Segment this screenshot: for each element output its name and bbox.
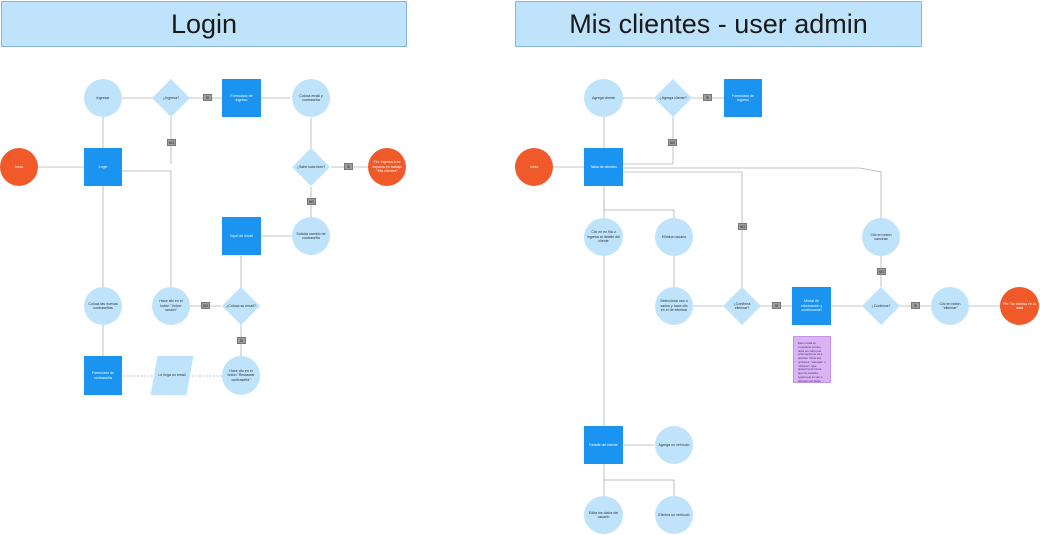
admin-tag-no-1: NO bbox=[668, 139, 677, 146]
modal-note: Este modal es importante porque debe ser… bbox=[793, 336, 831, 383]
login-end-node: Fin: Ingresa a su espacio en trabajo “Mi… bbox=[368, 148, 406, 186]
admin-tag-si-3: SI bbox=[911, 302, 920, 309]
coloca-email-decision-label: ¿Coloca su email? bbox=[226, 303, 256, 308]
login-title: Login bbox=[1, 1, 407, 47]
volver-sesion-node: Hace clic en el botón “Volver sesión” bbox=[152, 287, 190, 325]
login-tag-no-3: NO bbox=[201, 302, 210, 309]
confirma-eliminar-decision-label: ¿Confirma eliminar? bbox=[733, 301, 751, 310]
login-tag-si-2: SI bbox=[344, 163, 353, 170]
clic-cancelar-node: Clic en botón cancelar bbox=[862, 218, 900, 256]
form-contrasena-node: Formulario de contraseña bbox=[84, 356, 122, 395]
elimina-vehiculo-node: Elimina un vehículo bbox=[655, 496, 693, 534]
tabla-clientes-node: Tabla de clientes bbox=[584, 148, 623, 186]
login-tag-si-1: SI bbox=[203, 94, 212, 101]
llega-email-label: Le llega un email bbox=[158, 373, 186, 378]
admin-tag-si-1: SI bbox=[703, 94, 712, 101]
llega-email-node: Le llega un email bbox=[150, 356, 194, 395]
nuevas-contrasenas-node: Coloca las nuevas contraseñas bbox=[84, 287, 122, 325]
modal-node: Modal de información y confirmación bbox=[792, 287, 831, 325]
sabe-decision-label: ¿Sabe toda bien? bbox=[296, 164, 326, 169]
selecciona-node: Selecciona uno o varios y hace clic en e… bbox=[655, 287, 693, 325]
sabe-decision: ¿Sabe toda bien? bbox=[292, 148, 330, 186]
admin-tag-no-2: NO bbox=[738, 223, 747, 230]
agrega-cliente-decision-label: ¿Agrega cliente? bbox=[659, 95, 687, 100]
admin-title: Mis clientes - user admin bbox=[515, 1, 922, 47]
login-tag-no-2: NO bbox=[307, 198, 316, 205]
ingresar-node: Ingresar bbox=[84, 79, 122, 117]
confirma-decision: ¿Confirma? bbox=[862, 287, 900, 325]
input-email-node: Input de email bbox=[222, 217, 261, 255]
elimina-usuario-node: Elimina usuario bbox=[655, 218, 693, 256]
admin-end-node: Fin: Se elimina en la data bbox=[1000, 287, 1039, 325]
admin-formulario-ingreso-node: Formulario de ingreso bbox=[724, 79, 762, 117]
login-start-node: Inicio bbox=[0, 148, 38, 186]
coloca-email-node: Coloca email y contraseña bbox=[292, 79, 330, 117]
login-process-node: Login bbox=[84, 148, 122, 186]
agrega-cliente-node: Agrega cliente bbox=[584, 79, 623, 117]
agrega-cliente-decision: ¿Agrega cliente? bbox=[654, 79, 692, 117]
login-tag-si-3: SI bbox=[237, 337, 246, 344]
formulario-ingreso-node: Formulario de ingreso bbox=[222, 79, 261, 117]
admin-tag-si-2: SI bbox=[772, 302, 781, 309]
ingresa-decision-label: ¿Ingresa? bbox=[162, 95, 180, 100]
coloca-email-decision: ¿Coloca su email? bbox=[222, 287, 260, 325]
confirma-decision-label: ¿Confirma? bbox=[871, 303, 891, 308]
detalle-cliente-node: Detalle del cliente bbox=[584, 426, 623, 464]
agrega-vehiculo-node: Agrega un vehículo bbox=[655, 426, 693, 464]
clic-fila-node: Clic en en fila o ingresa al detalle del… bbox=[584, 218, 623, 256]
edita-datos-node: Edita los datos del usuario bbox=[584, 496, 623, 534]
clic-eliminar-node: Clic en botón “eliminar” bbox=[931, 287, 969, 325]
admin-start-node: Inicio bbox=[515, 148, 553, 186]
admin-tag-no-3: NO bbox=[877, 268, 886, 275]
solicita-cambio-node: Solicita cambio de contraseña bbox=[292, 217, 330, 255]
ingresa-decision: ¿Ingresa? bbox=[152, 79, 190, 117]
login-tag-no-1: NO bbox=[167, 139, 176, 146]
restaurar-contrasena-node: Hace clic en el botón “Restaurar contras… bbox=[222, 356, 260, 395]
confirma-eliminar-decision: ¿Confirma eliminar? bbox=[723, 287, 761, 325]
